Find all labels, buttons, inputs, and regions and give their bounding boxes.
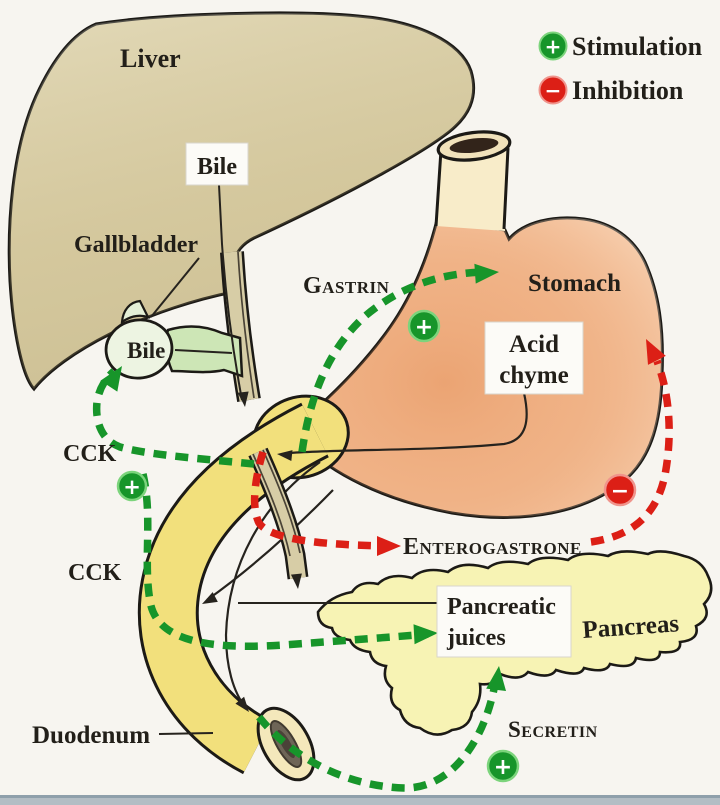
liver-sheen: [9, 12, 474, 390]
acid-chyme-flow-line: [289, 392, 528, 455]
plus-icon: +: [545, 35, 562, 59]
acid-chyme-arrowhead: [277, 450, 293, 462]
bile-duct-fill: [222, 251, 259, 402]
esophagus-walls: [434, 147, 510, 230]
enterogastrone-arrowhead-left: [377, 536, 401, 556]
plus-icon: +: [494, 755, 512, 780]
gallbladder-label: Gallbladder: [74, 232, 198, 258]
esophagus: [436, 148, 508, 231]
cck-gallbladder-path: [92, 368, 255, 468]
duodenum-group: [137, 394, 350, 782]
enterogastrone-path-right: [590, 359, 673, 546]
legend-stimulation-badge: [538, 31, 568, 61]
secretin-arrowhead: [486, 666, 507, 692]
acid-chyme-label-box: [484, 321, 584, 395]
liver-group: [7, 11, 476, 392]
stimulation-paths: [92, 263, 507, 792]
stomach-shading: [299, 217, 663, 518]
cck-gallbladder-arrowhead: [100, 366, 122, 392]
liver-label: Liver: [120, 44, 181, 73]
bile-duct-label: Bile: [197, 154, 237, 180]
black-connectors: [150, 184, 528, 735]
gallbladder-bile-pointer-line: [174, 349, 233, 354]
legend: + Stimulation − Inhibition: [538, 31, 703, 105]
legend-inhibition-badge: [538, 75, 568, 105]
secretin-plus-badge: [486, 749, 520, 783]
bile-duct-stripe: [237, 251, 255, 399]
plus-icon: +: [415, 315, 433, 340]
hepatic-bile-duct: [220, 251, 261, 402]
pancreatic-juices-label-line2: juices: [446, 625, 506, 651]
bottom-edge-strip-shadow: [0, 795, 720, 798]
stomach-group: [297, 130, 664, 519]
stimulation-badges: + + + −: [116, 309, 637, 783]
common-duct-fill: [250, 448, 306, 580]
cck-pancreas-label: CCK: [68, 560, 122, 586]
acid-chyme-label-line2: chyme: [499, 362, 568, 389]
duodenum-label: Duodenum: [32, 722, 150, 749]
minus-icon: −: [611, 479, 629, 504]
stomach-label: Stomach: [528, 270, 621, 297]
plus-icon: +: [123, 475, 141, 499]
cck-plus-badge: [116, 470, 148, 502]
pancreatic-juices-label-line1: Pancreatic: [447, 594, 556, 620]
inhibition-paths: [250, 339, 673, 556]
bile-label-flow-line: [218, 184, 243, 401]
minus-icon: −: [545, 79, 562, 103]
bottom-edge-strip: [0, 798, 720, 805]
enterogastrone-arrowhead-stomach: [646, 339, 666, 365]
gallbladder-bile-label: Bile: [127, 338, 165, 363]
gastrin-plus-badge: [407, 309, 441, 343]
pancreatic-juices-label-box: [436, 585, 572, 658]
food-flow-line-short: [206, 489, 334, 601]
gallbladder-neck: [120, 299, 151, 325]
food-flow-arrowhead-short: [202, 592, 218, 604]
legend-inhibition-label: Inhibition: [572, 76, 684, 105]
label-boxes: [185, 142, 584, 658]
secretin-path: [256, 677, 500, 792]
gastrin-label: Gastrin: [303, 273, 390, 299]
cck-pancreas-path: [139, 473, 429, 651]
common-duct-stripe-left: [252, 453, 291, 557]
gallbladder-sac: [104, 318, 174, 380]
bile-flow-arrowhead-upper: [237, 391, 249, 407]
cck-gallbladder-label: CCK: [63, 441, 117, 467]
acid-chyme-label-line1: Acid: [509, 331, 559, 358]
duodenum-tube: [140, 405, 328, 772]
common-bile-duct: [248, 447, 309, 589]
secretin-label: Secretin: [508, 717, 598, 742]
legend-stimulation-label: Stimulation: [572, 32, 703, 61]
bile-label-box: [185, 142, 249, 186]
enterogastrone-minus-badge: [603, 473, 637, 507]
gastrin-path: [298, 268, 485, 453]
bile-flow-arrowhead-lower: [290, 573, 302, 589]
duodenum-pointer-line: [158, 732, 214, 735]
gastrin-arrowhead: [474, 263, 499, 284]
cck-pancreas-arrowhead: [413, 624, 438, 645]
gallbladder-pointer-line: [150, 257, 200, 318]
enterogastrone-label: Enterogastrone: [403, 534, 582, 560]
enterogastrone-path-left: [250, 450, 391, 550]
esophagus-opening-lumen: [449, 137, 499, 154]
food-flow-arrowhead-long: [235, 696, 249, 712]
